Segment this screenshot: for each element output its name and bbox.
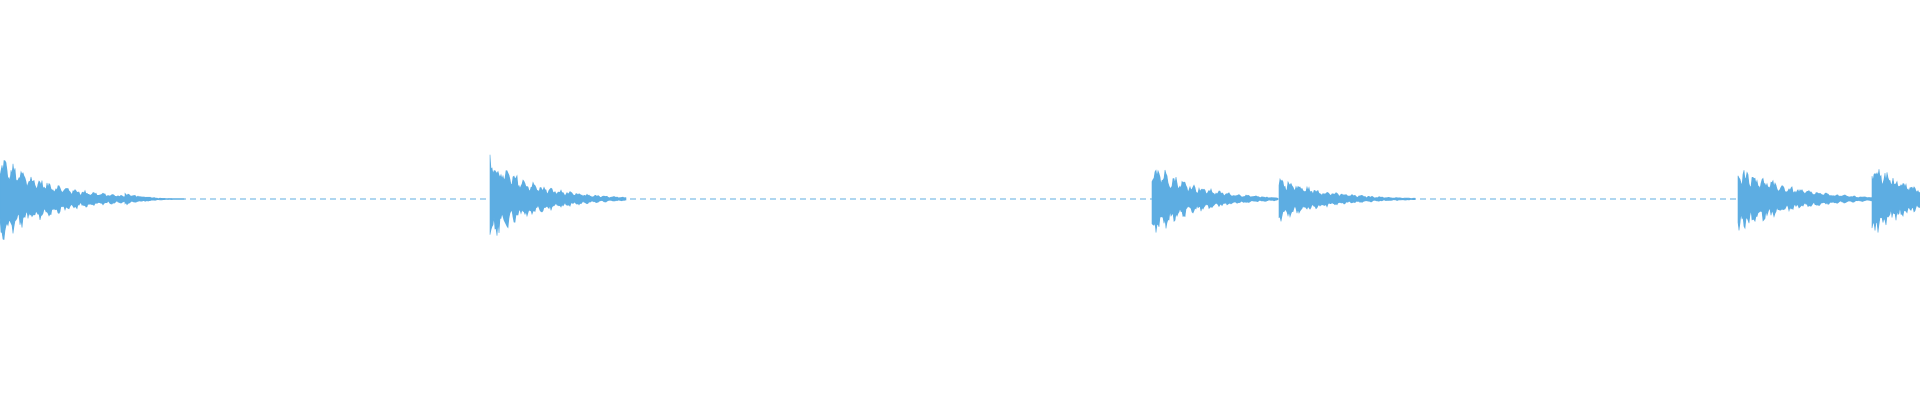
- waveform-bursts: [0, 154, 1920, 241]
- waveform-burst-2: [124, 192, 185, 206]
- waveform-burst-3: [489, 154, 627, 236]
- waveform-burst-7: [1871, 169, 1920, 233]
- waveform-burst-6: [1737, 170, 1885, 231]
- waveform-burst-4: [1151, 169, 1279, 233]
- waveform-burst-5: [1278, 177, 1416, 222]
